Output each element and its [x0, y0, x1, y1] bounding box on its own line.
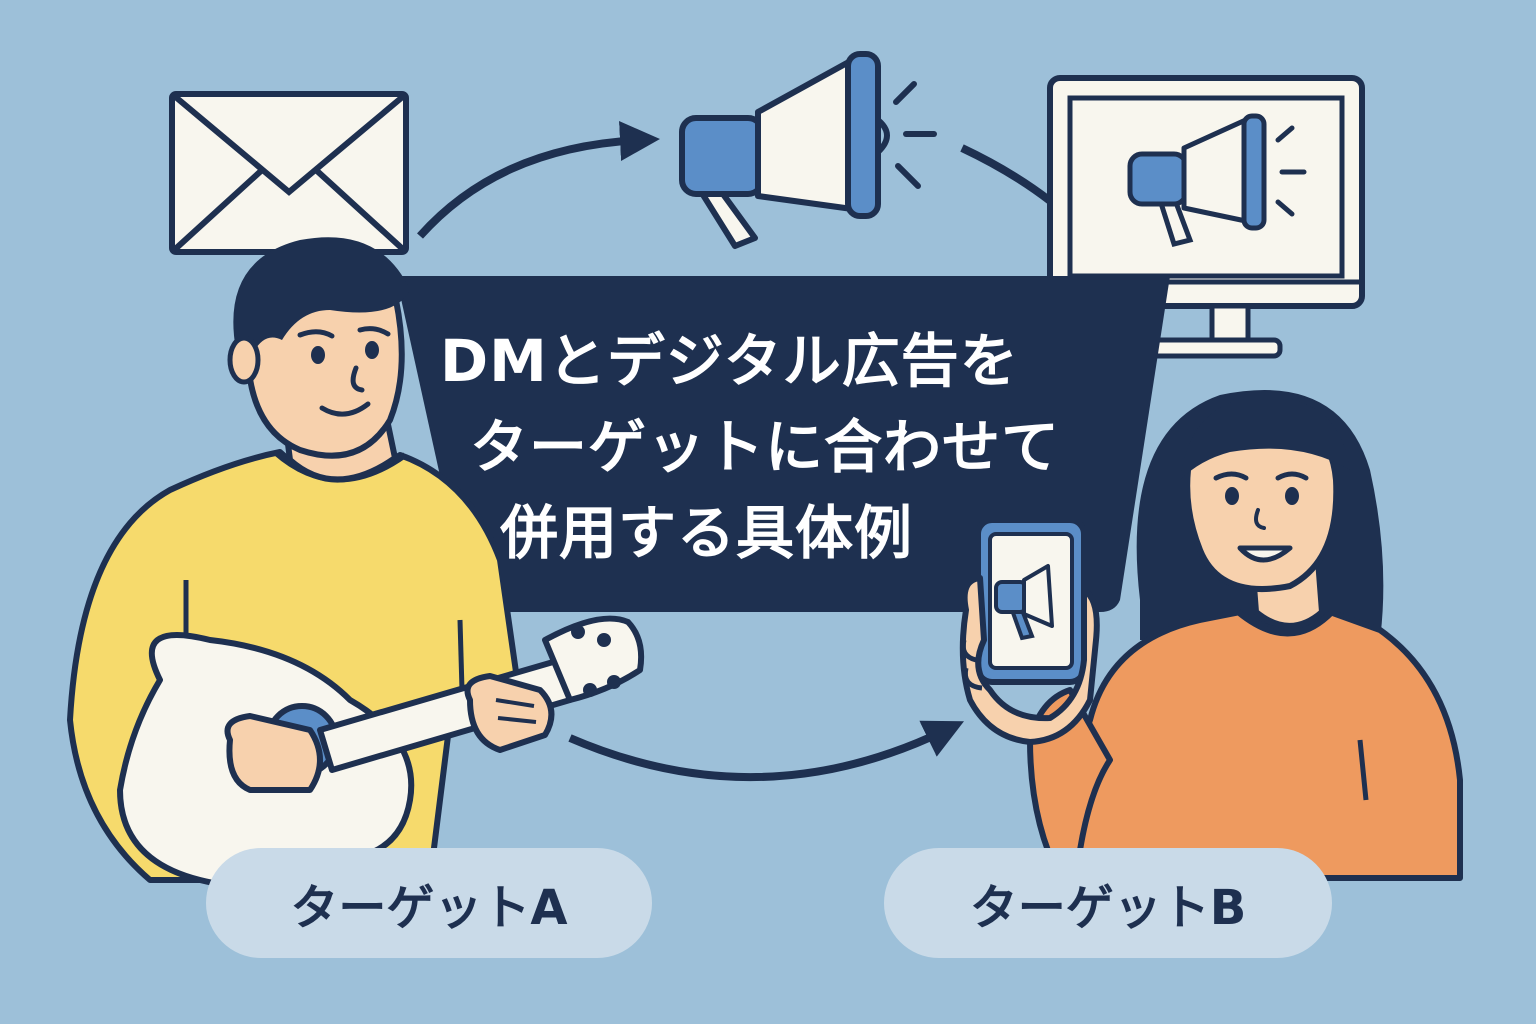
target-b-label: ターゲットB	[884, 848, 1332, 958]
person-target-a	[67, 237, 645, 890]
target-a-label: ターゲットA	[206, 848, 652, 958]
title-line-1: DMとデジタル広告を	[440, 327, 1019, 395]
envelope-icon	[169, 91, 409, 255]
megaphone-icon	[679, 51, 937, 249]
flow-arrow-1	[417, 121, 660, 239]
page-title: DMとデジタル広告を ターゲットに合わせて 併用する具体例	[440, 318, 1140, 576]
smartphone-icon	[959, 517, 1100, 745]
title-line-3: 併用する具体例	[500, 499, 914, 567]
title-line-2: ターゲットに合わせて	[470, 413, 1061, 481]
monitor-icon	[1047, 75, 1365, 359]
flow-arrow-3	[568, 720, 965, 782]
person-target-b	[1027, 390, 1463, 881]
